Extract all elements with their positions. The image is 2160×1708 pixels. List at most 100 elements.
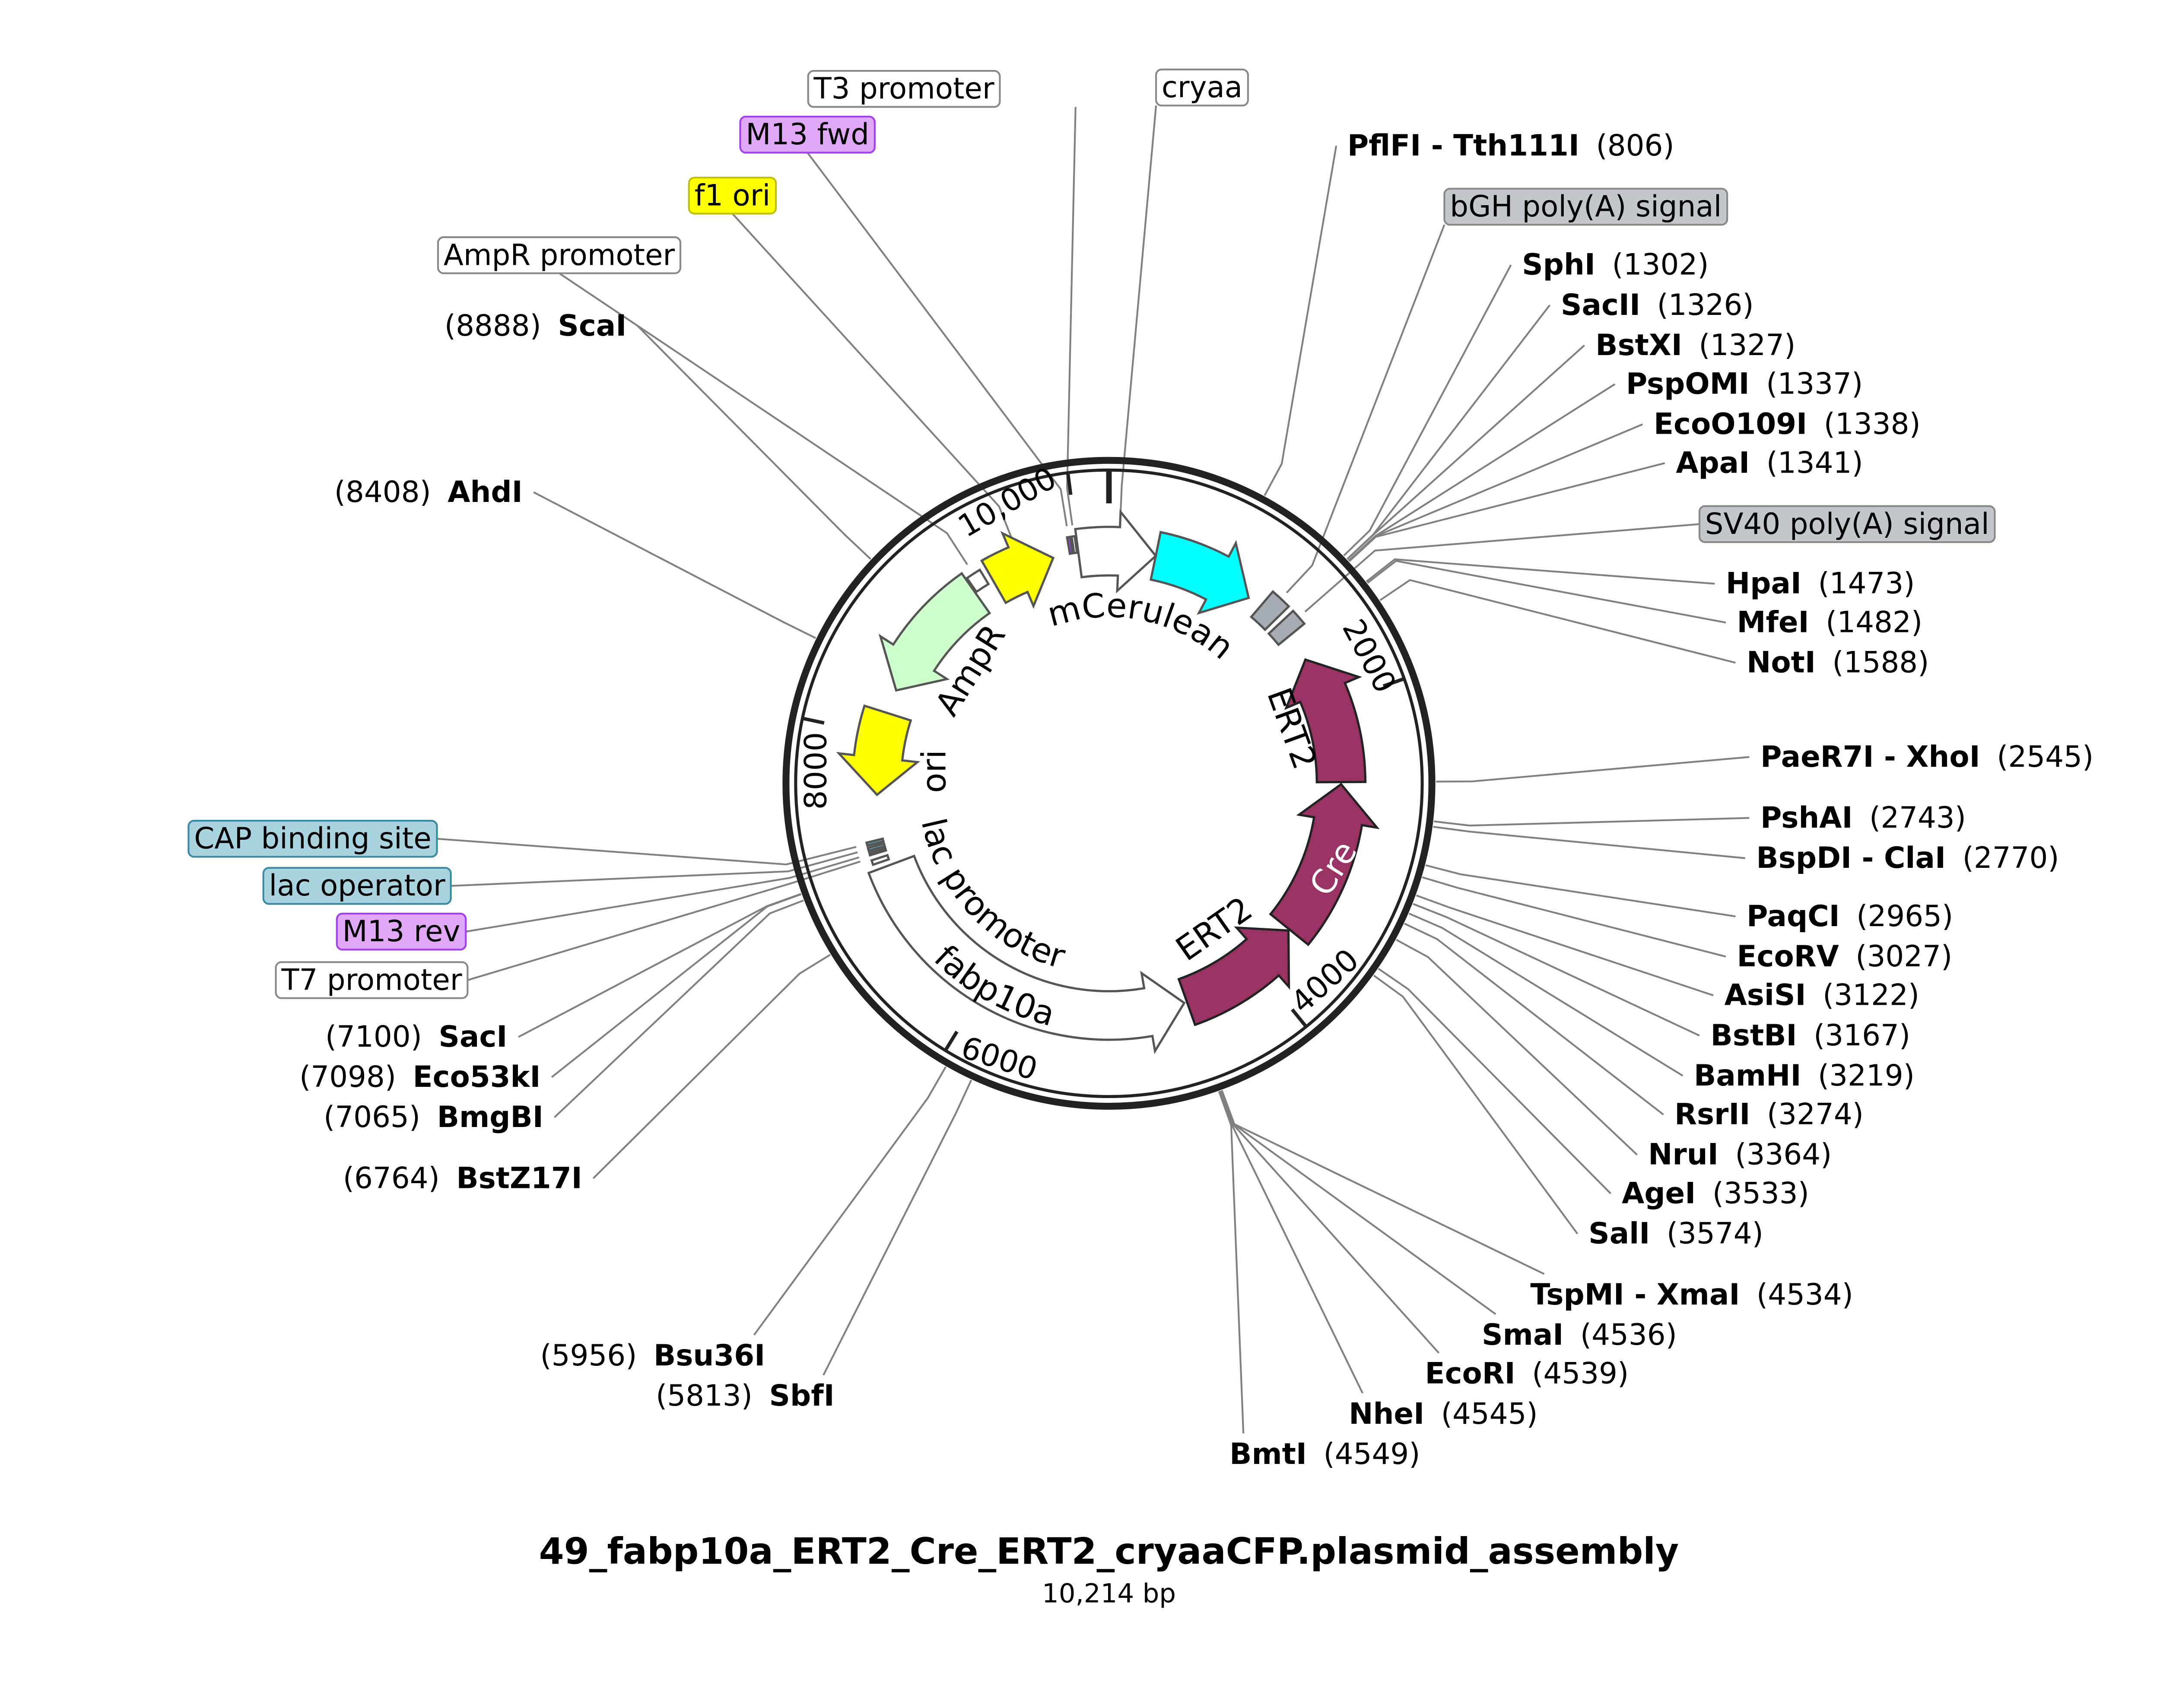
feature-m13-fwd-13[interactable]	[1066, 535, 1074, 555]
leader-line	[1366, 558, 1715, 585]
site-bspdi-clai[interactable]: BspDI - ClaI(2770)	[1756, 841, 2059, 875]
feature-ert2-6[interactable]	[1177, 926, 1290, 1026]
site-bmgbi[interactable]: (7065)BmgBI	[324, 1100, 543, 1134]
callout-bgh-poly-a-signal[interactable]: bGH poly(A) signal	[1443, 187, 1728, 226]
site-ecori[interactable]: EcoRI(4539)	[1425, 1356, 1629, 1391]
site-saci[interactable]: (7100)SacI	[325, 1019, 508, 1054]
leader-line	[1413, 903, 1700, 1037]
site-label: EcoRV(3027)	[1737, 939, 1953, 973]
site-bstz17i[interactable]: (6764)BstZ17I	[343, 1161, 582, 1195]
leader-line	[1346, 305, 1550, 560]
callout-sv40-poly-a-signal[interactable]: SV40 poly(A) signal	[1698, 505, 1996, 543]
callout-t7-promoter[interactable]: T7 promoter	[275, 961, 469, 999]
feature-ori-9[interactable]	[836, 704, 921, 797]
site-position: (3122)	[1823, 978, 1919, 1012]
callout-lac-operator[interactable]: lac operator	[262, 867, 452, 905]
site-sacii[interactable]: SacII(1326)	[1561, 288, 1754, 322]
feature-m13-rev-17[interactable]	[868, 847, 887, 857]
site-bsu36i[interactable]: (5956)Bsu36I	[540, 1338, 765, 1372]
site-label: AsiSI(3122)	[1725, 978, 1919, 1012]
leader-line	[1416, 894, 1714, 997]
site-label: BstXI(1327)	[1595, 328, 1795, 362]
feature-label-ori: ori	[915, 750, 953, 793]
site-name: SmaI	[1482, 1318, 1563, 1352]
site-label: EcoRI(4539)	[1425, 1356, 1629, 1391]
feature-ampr-10[interactable]	[878, 571, 991, 692]
callout-ampr-promoter[interactable]: AmpR promoter	[437, 236, 682, 274]
callout-label: M13 fwd	[746, 117, 869, 151]
site-position: (4534)	[1757, 1277, 1853, 1311]
site-name: AhdI	[448, 475, 522, 509]
feature-t3-promoter-14[interactable]	[1070, 535, 1078, 555]
site-label: NheI(4545)	[1349, 1397, 1538, 1431]
site-bstbi[interactable]: BstBI(3167)	[1711, 1018, 1911, 1052]
site-sali[interactable]: SalI(3574)	[1588, 1216, 1763, 1251]
site-rsrii[interactable]: RsrII(3274)	[1674, 1097, 1864, 1131]
site-name: EcoRI	[1425, 1356, 1515, 1391]
site-noti[interactable]: NotI(1588)	[1747, 645, 1929, 679]
site-scai[interactable]: (8888)ScaI	[445, 308, 627, 343]
site-position: (2965)	[1856, 899, 1953, 933]
site-label: TspMI - XmaI(4534)	[1530, 1277, 1853, 1311]
feature-f1-ori-12[interactable]	[980, 531, 1055, 609]
site-position: (4545)	[1441, 1397, 1538, 1431]
site-sphi[interactable]: SphI(1302)	[1522, 248, 1709, 282]
site-ecoo109i[interactable]: EcoO109I(1338)	[1654, 407, 1921, 441]
site-name: EcoRV	[1737, 939, 1839, 973]
callout-m13-rev[interactable]: M13 rev	[336, 912, 467, 951]
feature-cre-5[interactable]	[1269, 783, 1380, 946]
site-pshai[interactable]: PshAI(2743)	[1760, 800, 1966, 835]
site-position: (3219)	[1818, 1058, 1915, 1092]
leader-line	[1425, 864, 1736, 917]
callout-t3-promoter[interactable]: T3 promoter	[807, 70, 1001, 108]
site-paqci[interactable]: PaqCI(2965)	[1747, 899, 1953, 933]
leader-line	[1436, 756, 1750, 783]
site-bstxi[interactable]: BstXI(1327)	[1595, 328, 1795, 362]
site-ahdi[interactable]: (8408)AhdI	[334, 475, 523, 509]
leader-line	[1433, 825, 1745, 859]
tick-2000	[1382, 677, 1405, 688]
feature-cap-binding-site-15[interactable]	[865, 837, 885, 847]
site-agei[interactable]: AgeI(3533)	[1622, 1176, 1809, 1210]
site-bmti[interactable]: BmtI(4549)	[1229, 1437, 1420, 1471]
tick-6000	[943, 1030, 959, 1051]
site-eco53ki[interactable]: (7098)Eco53kI	[299, 1060, 540, 1094]
site-sbfi[interactable]: (5813)SbfI	[656, 1378, 835, 1413]
site-position: (4549)	[1323, 1437, 1420, 1471]
leader-line	[1220, 1090, 1440, 1354]
site-nhei[interactable]: NheI(4545)	[1349, 1397, 1538, 1431]
feature-sv40-poly-a-signal-3[interactable]	[1267, 609, 1306, 647]
site-position: (3533)	[1712, 1176, 1809, 1210]
site-asisi[interactable]: AsiSI(3122)	[1725, 978, 1919, 1012]
callout-cap-binding-site[interactable]: CAP binding site	[187, 819, 438, 858]
feature-mcerulean-0[interactable]	[1149, 530, 1250, 615]
site-name: SacI	[438, 1019, 507, 1054]
feature-bgh-poly-a-signal-2[interactable]	[1249, 590, 1290, 632]
callout-label: bGH poly(A) signal	[1450, 189, 1722, 223]
feature-ampr-promoter-11[interactable]	[965, 568, 990, 594]
site-nrui[interactable]: NruI(3364)	[1648, 1137, 1832, 1171]
site-mfei[interactable]: MfeI(1482)	[1737, 605, 1923, 639]
feature-lac-operator-16[interactable]	[866, 842, 886, 852]
site-tspmi-xmai[interactable]: TspMI - XmaI(4534)	[1530, 1277, 1853, 1311]
callout-f1-ori[interactable]: f1 ori	[688, 177, 777, 215]
site-smai[interactable]: SmaI(4536)	[1482, 1318, 1677, 1352]
site-name: BstZ17I	[456, 1161, 582, 1195]
feature-fabp10a-7[interactable]	[867, 854, 1186, 1054]
callout-m13-fwd[interactable]: M13 fwd	[739, 115, 876, 154]
site-hpai[interactable]: HpaI(1473)	[1726, 566, 1915, 600]
site-label: NruI(3364)	[1648, 1137, 1832, 1171]
site-ecorv[interactable]: EcoRV(3027)	[1737, 939, 1953, 973]
feature-lac-promoter-8[interactable]	[870, 854, 890, 867]
site-paer7i-xhoi[interactable]: PaeR7I - XhoI(2545)	[1760, 740, 2093, 774]
site-pflfi-tth111i[interactable]: PflFI - Tth111I(806)	[1347, 128, 1674, 162]
site-position: (2545)	[1997, 740, 2093, 774]
site-bamhi[interactable]: BamHI(3219)	[1694, 1058, 1915, 1092]
callout-cryaa[interactable]: cryaa	[1155, 68, 1249, 107]
site-label: (7098)Eco53kI	[299, 1060, 540, 1094]
site-pspomi[interactable]: PspOMI(1337)	[1626, 367, 1863, 401]
callout-box	[739, 115, 876, 154]
feature-cryaa-1[interactable]	[1074, 509, 1157, 594]
feature-ert2-4[interactable]	[1284, 658, 1367, 784]
site-apai[interactable]: ApaI(1341)	[1676, 446, 1863, 480]
